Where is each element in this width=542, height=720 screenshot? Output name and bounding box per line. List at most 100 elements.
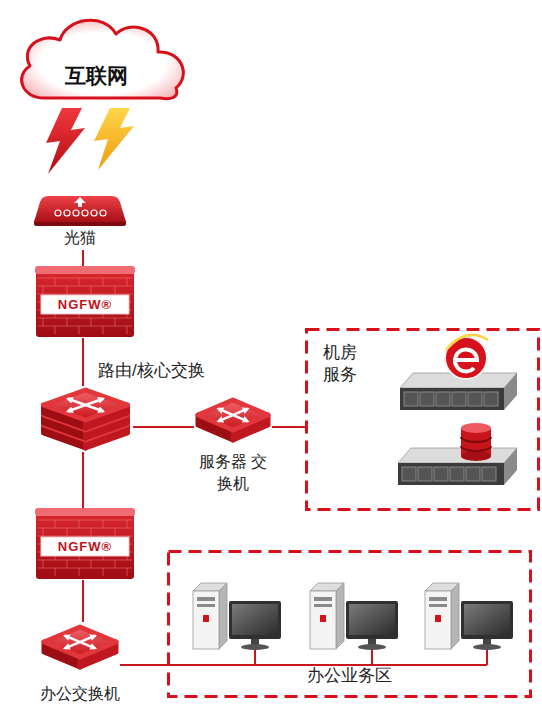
firewall-brick [43, 286, 44, 294]
firewall-brick [38, 560, 132, 561]
server-room-zone: 机房 服务 [305, 328, 540, 511]
firewall-brick [127, 520, 128, 528]
firewall-brick [79, 326, 80, 334]
database-band [461, 437, 491, 442]
firewall-brick [43, 560, 44, 568]
server-front [398, 463, 504, 485]
firewall-device: NGFW® [35, 508, 135, 580]
server-bay [482, 467, 496, 481]
server-top [398, 448, 517, 463]
firewall-band [41, 295, 129, 314]
firewall-brick [67, 560, 68, 568]
modem-logo [74, 197, 86, 207]
network-link [272, 426, 305, 428]
firewall-brick [38, 520, 132, 521]
firewall-brick [43, 528, 44, 536]
node-label: 办公业务区 [167, 664, 532, 687]
server-bay [468, 392, 482, 406]
switch-arrow [68, 399, 103, 412]
firewall-brick [115, 286, 116, 294]
firewall-brick [55, 520, 56, 528]
network-link [82, 452, 84, 508]
modem-device: 光猫 [28, 180, 132, 250]
node-shape [38, 386, 133, 452]
core-router: 路由/核心交换 [38, 386, 133, 452]
node-label: 光猫 [28, 228, 132, 249]
firewall-brick [43, 318, 44, 326]
server-bay [434, 467, 448, 481]
firewall-brick [103, 568, 104, 576]
switch-arrow [218, 409, 247, 422]
switch-arrow [218, 409, 247, 422]
switch-arrow [68, 399, 103, 412]
device-top [44, 627, 116, 657]
node-shape [40, 622, 120, 672]
firewall-brick [127, 568, 128, 576]
firewall-brick [103, 278, 104, 286]
firewall-brick [91, 286, 92, 294]
office-switch: 办公交换机 [40, 622, 120, 672]
network-link [82, 580, 84, 622]
firewall-brick [67, 286, 68, 294]
database-server [398, 423, 517, 485]
firewall-brick [79, 568, 80, 576]
lightning-bolt [94, 108, 134, 170]
firewall-body [36, 513, 134, 579]
server-side [504, 373, 517, 410]
firewall-brick [115, 528, 116, 536]
network-link [133, 426, 194, 428]
modem-port [64, 210, 70, 216]
server-bay [436, 392, 450, 406]
firewall-brick [79, 278, 80, 286]
switch-arrow [65, 636, 95, 649]
server-switch: 服务器 交换机 [194, 395, 272, 445]
firewall-brick [91, 528, 92, 536]
firewall-cap [35, 508, 135, 516]
web-icon-orbit [446, 335, 488, 350]
server-side [504, 448, 517, 485]
server-bay [450, 467, 464, 481]
firewall-brick [38, 326, 132, 327]
modem-body [34, 196, 126, 222]
server-bay [402, 467, 416, 481]
modem-port [100, 210, 106, 216]
device-top [44, 390, 128, 420]
cloud-node: 互联网 [10, 10, 192, 106]
firewall-brick [103, 326, 104, 334]
database-band [461, 446, 491, 451]
firewall-brick [55, 278, 56, 286]
firewall-brick [55, 568, 56, 576]
server-bay [452, 392, 466, 406]
office-pc [193, 583, 281, 650]
firewall-brick [38, 278, 132, 279]
office-lan-wire [167, 664, 487, 666]
firewall-brick [91, 318, 92, 326]
node-label: 服务器 交换机 [192, 451, 274, 495]
modem-port [91, 210, 97, 216]
network-link [82, 338, 84, 386]
node-label: 互联网 [10, 62, 182, 90]
firewall-brick [38, 294, 132, 295]
server-bay [404, 392, 418, 406]
firewall-brick [38, 286, 132, 287]
office-zone: 办公业务区 [167, 550, 532, 698]
firewall-brick [67, 318, 68, 326]
firewall-body [36, 271, 134, 337]
node-label: NGFW® [41, 538, 129, 555]
firewall-brick [55, 326, 56, 334]
office-pc [425, 583, 513, 650]
web-icon-mark [455, 349, 477, 371]
firewall-cap [35, 266, 135, 274]
firewall-brick [127, 326, 128, 334]
server-bay [466, 467, 480, 481]
firewall-brick [38, 568, 132, 569]
network-link [120, 664, 167, 666]
firewall-brick [127, 278, 128, 286]
node-shape [10, 10, 192, 106]
dashed-zone-border [307, 330, 539, 510]
database-icon [461, 423, 491, 433]
